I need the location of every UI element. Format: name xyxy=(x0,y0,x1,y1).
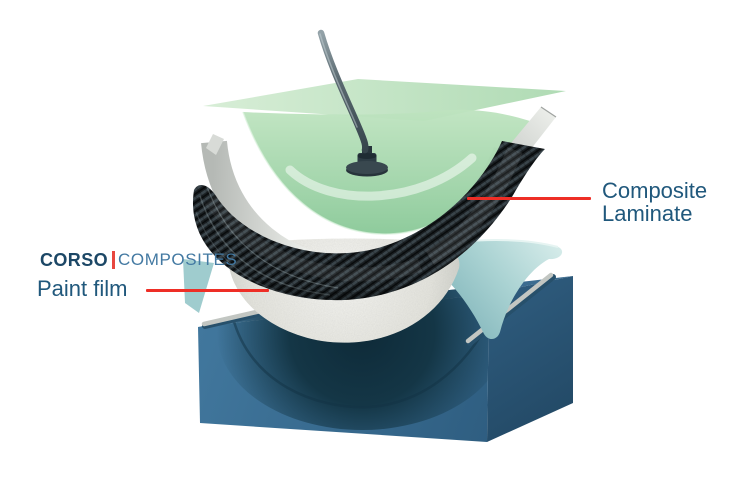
paint-film-label: Paint film xyxy=(37,276,128,301)
paint-film-callout-line xyxy=(146,289,269,292)
composite-laminate-label-line2: Laminate xyxy=(602,201,693,226)
composite-laminate-label: Composite Laminate xyxy=(602,179,707,225)
logo-text-primary: CORSO xyxy=(40,250,109,270)
composite-laminate-callout-line xyxy=(467,197,591,200)
vacuum-hose xyxy=(317,29,369,154)
brand-logo: CORSO COMPOSITES xyxy=(40,250,237,270)
vacuum-port xyxy=(346,146,388,177)
composite-laminate-label-line1: Composite xyxy=(602,178,708,203)
logo-text-secondary: COMPOSITES xyxy=(118,250,238,269)
logo-separator xyxy=(112,251,116,269)
